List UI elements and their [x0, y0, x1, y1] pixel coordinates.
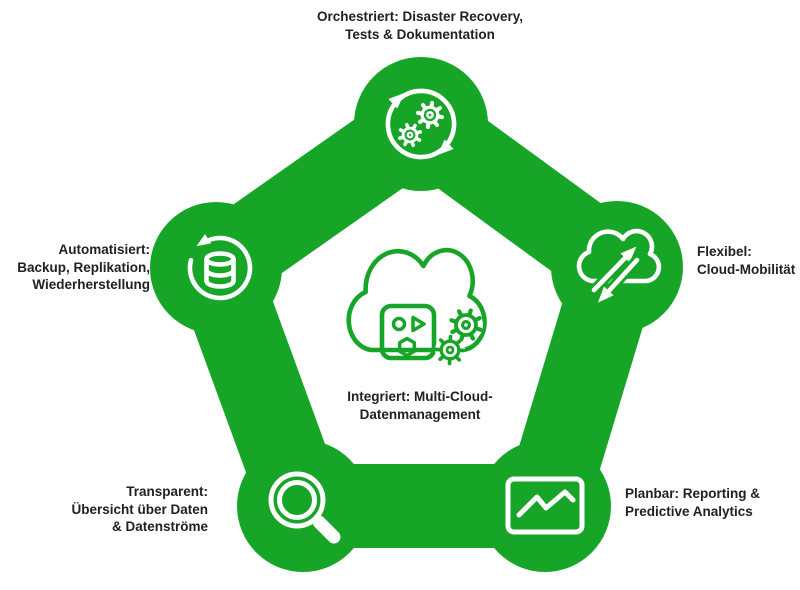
gear-icon: [397, 122, 423, 148]
gear-icon: [449, 308, 483, 342]
arrowhead: [196, 234, 211, 247]
chart-frame: [505, 476, 585, 535]
magnifier-icon: [268, 471, 341, 544]
database-restore-icon: [187, 234, 253, 301]
play-triangle: [411, 315, 426, 333]
label-automatisiert: Automatisiert: Backup, Replikation, Wied…: [17, 242, 150, 292]
multi-cloud-gears-icon: [349, 250, 488, 366]
label-planbar: Planbar: Reporting & Predictive Analytic…: [625, 486, 761, 519]
analytics-chart-icon: [505, 476, 585, 535]
magnifier-handle: [312, 515, 341, 544]
arrowhead: [620, 246, 637, 263]
node-circle-left: [150, 202, 282, 334]
sync-arrows-gears-icon: [385, 88, 457, 160]
gear-icon: [434, 334, 466, 366]
arrowhead: [597, 286, 614, 303]
arrowhead: [437, 139, 454, 156]
cloud-outline: [349, 250, 485, 350]
circle-shape: [391, 316, 407, 332]
arrowhead: [388, 92, 405, 109]
cloud-outline: [576, 228, 662, 284]
cloud-transfer-arrows-icon: [576, 228, 662, 303]
label-integriert: Integriert: Multi-Cloud- Datenmanagement: [347, 389, 493, 422]
node-circle-bottom-left: [237, 440, 369, 572]
database-cylinder: [204, 251, 236, 289]
label-flexibel: Flexibel: Cloud-Mobilität: [697, 244, 796, 277]
node-circle-top: [354, 57, 488, 191]
hexagon-shape: [397, 336, 417, 358]
chart-line: [516, 489, 576, 518]
gear-icon: [415, 100, 445, 130]
app-box: [379, 303, 437, 361]
label-transparent: Transparent: Übersicht über Daten & Date…: [71, 484, 208, 534]
label-orchestriert: Orchestriert: Disaster Recovery, Tests &…: [316, 9, 524, 42]
